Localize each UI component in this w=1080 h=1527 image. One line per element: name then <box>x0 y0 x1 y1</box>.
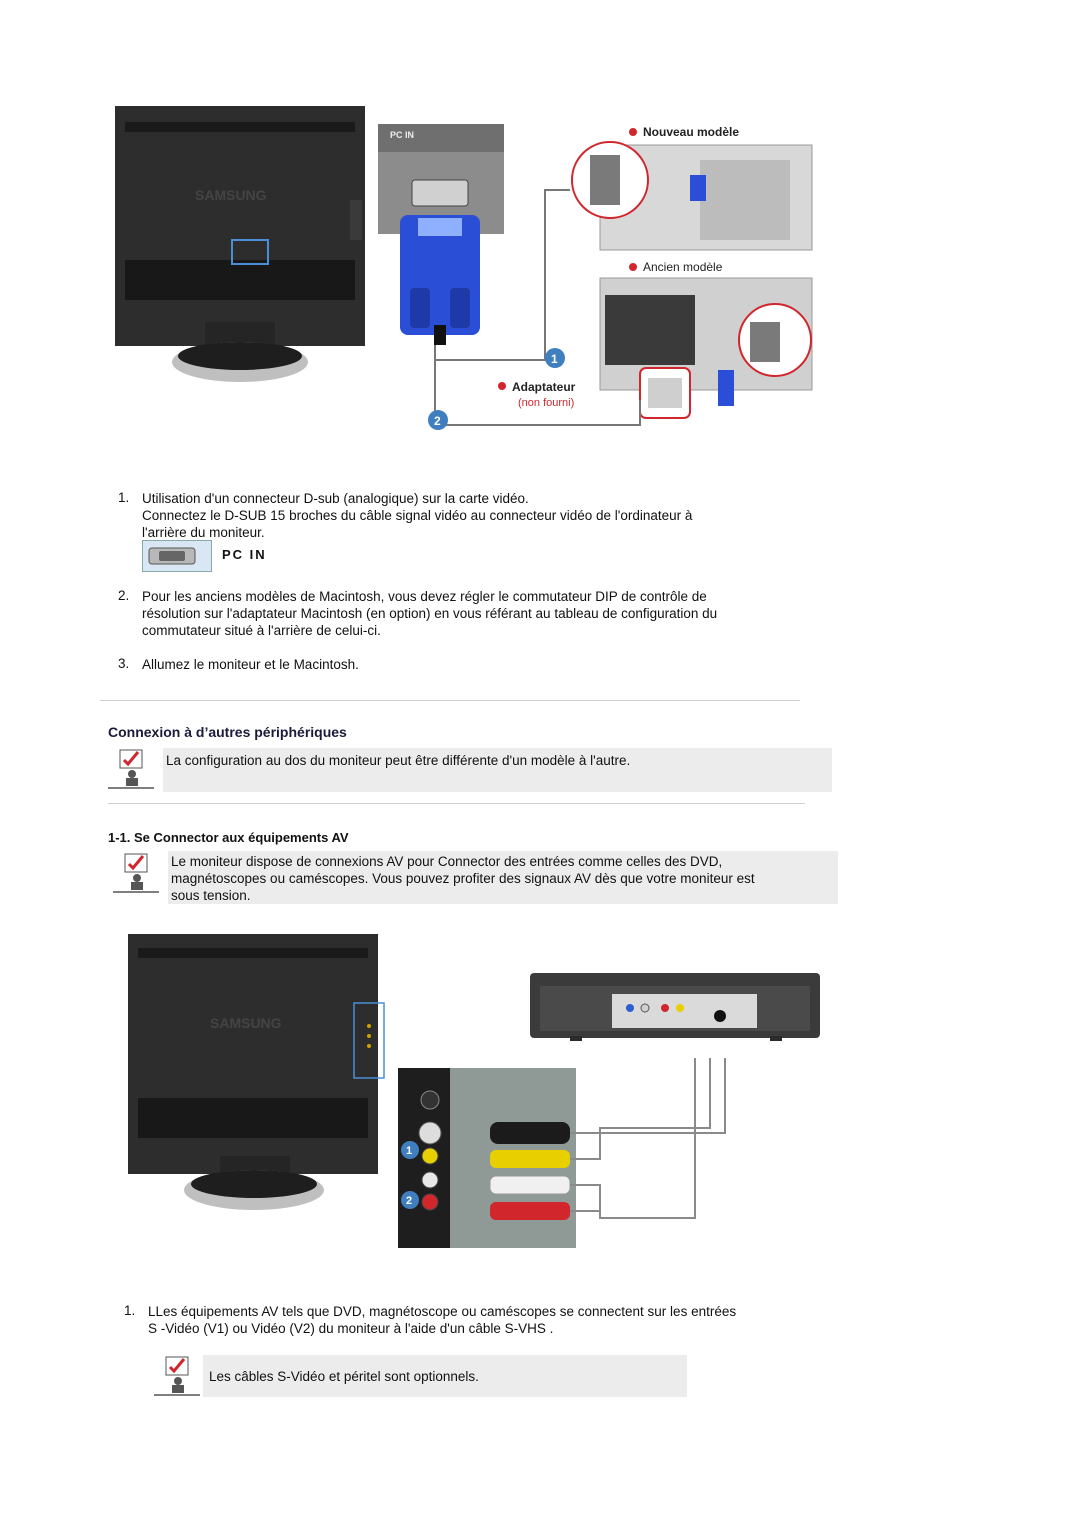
note-box <box>163 748 832 792</box>
pc-in-closeup: PC IN <box>378 124 504 345</box>
subsection-title: 1-1. Se Connector aux équipements AV <box>108 830 349 845</box>
pc-connection-diagram: SAMSUNG PC IN Nouveau modèle Ancien modè… <box>115 106 813 430</box>
old-model-label: Ancien modèle <box>643 260 723 274</box>
adapter-label: Adaptateur <box>512 380 576 394</box>
divider <box>108 803 805 804</box>
subsection-note-line-2: magnétoscopes ou caméscopes. Vous pouvez… <box>171 871 755 886</box>
callout-2 <box>401 1191 419 1209</box>
monitor-brand-text: SAMSUNG <box>195 187 267 203</box>
cable-lines <box>434 189 641 426</box>
monitor-back-image: SAMSUNG <box>115 106 365 382</box>
video-port-icon <box>421 1147 439 1165</box>
step-number: 3. <box>118 656 130 671</box>
section-note-text: La configuration au dos du moniteur peut… <box>166 753 631 768</box>
step-number: 2. <box>118 588 130 603</box>
white-rca-plug-icon <box>489 1175 571 1195</box>
step-2-line-1: Pour les anciens modèles de Macintosh, v… <box>142 589 707 604</box>
callout-1-label: 1 <box>551 352 558 366</box>
divider <box>100 700 800 701</box>
callout-2-label: 2 <box>406 1195 412 1207</box>
section-title: Connexion à d’autres périphériques <box>108 724 347 740</box>
step-1-line-1: Utilisation d'un connecteur D-sub (analo… <box>142 491 529 506</box>
pc-in-port-label: PC IN <box>222 547 267 562</box>
s-video-port-icon <box>418 1121 442 1145</box>
callout-1 <box>401 1141 419 1159</box>
subsection-note-line-1: Le moniteur dispose de connexions AV pou… <box>171 854 723 869</box>
note-icon <box>108 748 156 790</box>
av-step-1-line-1: LLes équipements AV tels que DVD, magnét… <box>148 1304 737 1319</box>
note-box <box>203 1355 687 1397</box>
monitor-brand-text: SAMSUNG <box>210 1015 282 1031</box>
av-inputs-closeup <box>398 1068 576 1248</box>
cable-lines <box>570 1058 726 1219</box>
pc-in-port-icon <box>142 540 212 572</box>
new-model-label: Nouveau modèle <box>643 125 739 139</box>
yellow-rca-plug-icon <box>490 1150 570 1168</box>
step-2-line-2: résolution sur l'adaptateur Macintosh (e… <box>142 606 718 621</box>
red-rca-plug-icon <box>490 1202 570 1220</box>
av-connection-diagram: SAMSUNG 1 <box>128 934 820 1248</box>
note-icon <box>113 852 161 894</box>
step-3-line-1: Allumez le moniteur et le Macintosh. <box>142 657 359 672</box>
adapter-note: (non fourni) <box>518 397 574 409</box>
av-input-highlight-box <box>353 1002 385 1079</box>
new-model-pc-image: Nouveau modèle <box>571 125 813 251</box>
callout-1-label: 1 <box>406 1145 412 1157</box>
callout-1 <box>545 348 565 368</box>
av-step-1-line-2: S -Vidéo (V1) ou Vidéo (V2) du moniteur … <box>148 1321 554 1336</box>
monitor-back-image: SAMSUNG <box>128 934 385 1210</box>
final-note-text: Les câbles S-Vidéo et péritel sont optio… <box>209 1369 479 1384</box>
note-box <box>168 851 838 904</box>
s-video-plug-icon <box>490 1122 570 1144</box>
callout-2-label: 2 <box>434 414 441 428</box>
step-1-line-2: Connectez le D-SUB 15 broches du câble s… <box>142 508 693 523</box>
note-icon <box>154 1355 202 1397</box>
callout-2 <box>428 410 448 430</box>
pc-in-closeup-label: PC IN <box>390 130 414 140</box>
dvd-player-image <box>530 973 820 1041</box>
pc-in-highlight-box <box>231 239 269 265</box>
subsection-note-line-3: sous tension. <box>171 888 251 903</box>
step-1-line-3: l'arrière du moniteur. <box>142 525 265 540</box>
step-number: 1. <box>124 1303 136 1318</box>
step-number: 1. <box>118 490 130 505</box>
old-model-pc-image: Ancien modèle <box>599 260 813 419</box>
step-2-line-3: commutateur situé à l'arrière de celui-c… <box>142 623 381 638</box>
